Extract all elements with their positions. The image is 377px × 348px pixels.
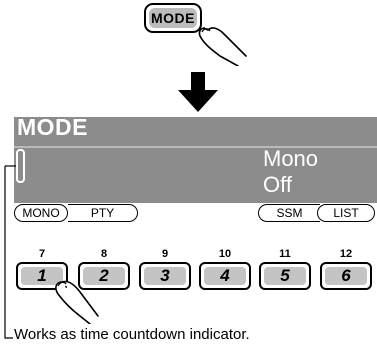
tab-mono-label: MONO	[22, 206, 60, 220]
preset-number: 7	[38, 248, 46, 260]
preset-number: 9	[161, 248, 169, 260]
preset-label: 5	[264, 266, 306, 285]
tab-ssm[interactable]: SSM	[258, 204, 320, 222]
mode-button-label: MODE	[151, 10, 195, 26]
preset-label: 4	[204, 266, 246, 285]
tab-pty[interactable]: PTY	[68, 204, 138, 222]
preset-label: 2	[83, 266, 125, 285]
down-arrow-icon	[178, 72, 218, 112]
tab-ssm-label: SSM	[276, 206, 303, 220]
pointing-hand-icon	[55, 280, 99, 324]
caption-text: Works as time countdown indicator.	[14, 326, 250, 343]
tab-list[interactable]: LIST	[317, 204, 375, 222]
preset-button-6[interactable]: 6	[320, 262, 372, 290]
preset-label: 6	[325, 266, 367, 285]
pointing-hand-icon	[198, 27, 247, 66]
preset-label: 1	[21, 266, 63, 285]
preset-number: 12	[339, 248, 353, 260]
preset-number: 8	[100, 248, 108, 260]
preset-number: 11	[279, 248, 291, 260]
preset-button-3[interactable]: 3	[139, 262, 191, 290]
preset-button-2[interactable]: 2	[78, 262, 130, 290]
preset-button-4[interactable]: 4	[199, 262, 251, 290]
mode-button[interactable]: MODE	[144, 3, 202, 33]
tab-list-label: LIST	[333, 206, 359, 220]
display-line-1: Mono	[263, 146, 319, 171]
preset-number: 10	[218, 248, 232, 260]
preset-label: 3	[144, 266, 186, 285]
display-panel	[14, 117, 377, 203]
countdown-indicator	[16, 149, 25, 183]
display-line-2: Off	[263, 172, 292, 197]
display-title: MODE	[17, 114, 88, 140]
preset-button-5[interactable]: 5	[259, 262, 311, 290]
tab-mono[interactable]: MONO	[14, 204, 68, 222]
tab-pty-label: PTY	[90, 206, 115, 220]
display-divider	[14, 146, 377, 148]
